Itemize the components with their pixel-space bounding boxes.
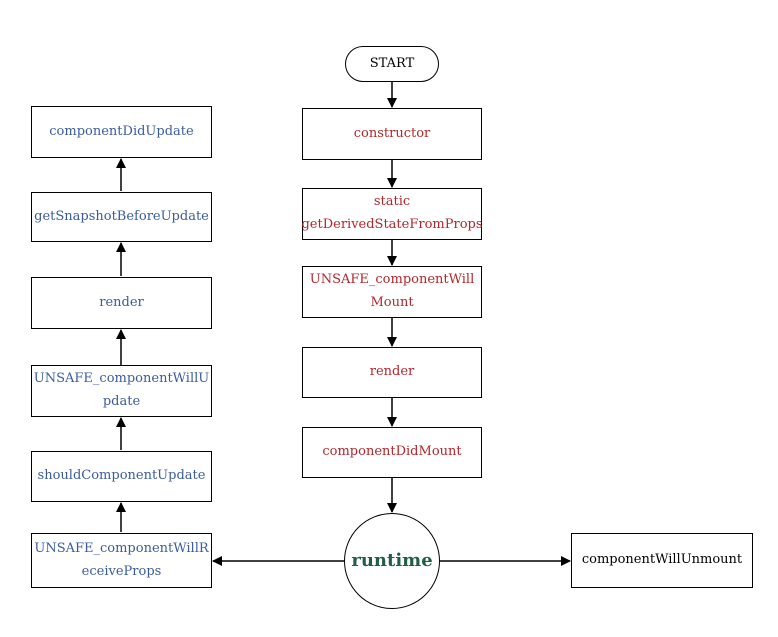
component-did-update-box: componentDidUpdate [31,106,212,158]
start-label: START [369,55,415,71]
component-will-update-label-line1: UNSAFE_componentWillU [33,371,210,387]
get-derived-state-from-props-label-line1: static [373,194,411,210]
constructor-label: constructor [353,125,431,141]
should-component-update-box: shouldComponentUpdate [31,451,212,502]
component-will-receive-props-label-line2: eceiveProps [81,563,162,579]
should-component-update-label: shouldComponentUpdate [37,468,206,484]
mount-render-label: render [369,364,415,380]
component-did-mount-box: componentDidMount [302,427,482,478]
get-snapshot-before-update-label: getSnapshotBeforeUpdate [34,208,209,224]
get-snapshot-before-update-box: getSnapshotBeforeUpdate [31,192,212,242]
runtime-node: runtime [344,513,440,609]
get-derived-state-from-props-label-line2: getDerivedStateFromProps [301,217,483,232]
runtime-label: runtime [351,550,433,572]
component-will-mount-label-line2: Mount [370,295,414,310]
component-will-receive-props-box: UNSAFE_componentWillR eceiveProps [31,533,212,588]
component-will-update-box: UNSAFE_componentWillU pdate [31,365,212,417]
component-will-receive-props-label-line1: UNSAFE_componentWillR [34,540,209,556]
update-render-box: render [31,277,212,329]
component-will-mount-box: UNSAFE_componentWill Mount [302,266,482,318]
get-derived-state-from-props-box: static getDerivedStateFromProps [301,188,483,240]
update-render-label: render [99,294,144,310]
component-will-unmount-box: componentWillUnmount [571,533,753,588]
component-did-update-label: componentDidUpdate [49,123,194,139]
start-node: START [345,46,439,82]
component-will-mount-label-line1: UNSAFE_componentWill [309,272,475,288]
component-will-update-label-line2: pdate [102,394,141,409]
constructor-box: constructor [302,108,482,160]
component-did-mount-label: componentDidMount [322,444,462,460]
mount-render-box: render [302,347,482,398]
component-will-unmount-label: componentWillUnmount [581,552,743,568]
